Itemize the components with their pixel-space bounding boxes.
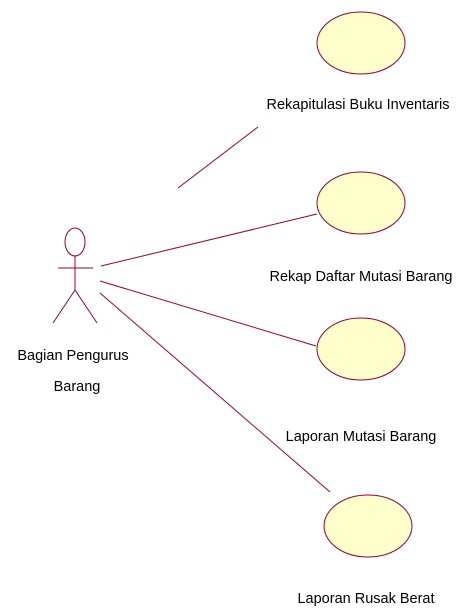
association-line-laporan-rusak [99,292,331,493]
use-case-ellipse [323,494,413,558]
use-case-rekap-daftar-mutasi-barang[interactable]: Rekap Daftar Mutasi Barang [270,171,453,285]
association-line-rekapitulasi [177,126,259,189]
actor-name-line1: Bagian Pengurus [17,348,128,364]
association-line-rekap-daftar [100,213,318,267]
association-line-laporan-mutasi [99,280,317,347]
use-case-laporan-rusak-berat[interactable]: Laporan Rusak Berat [297,494,435,607]
actor-name-line2: Barang [54,379,101,395]
use-case-label: Rekap Daftar Mutasi Barang [270,269,453,285]
actor[interactable]: Bagian Pengurus Barang [17,227,129,395]
actor-figure-icon [52,227,98,324]
use-case-rekapitulasi-buku-inventaris[interactable]: Rekapitulasi Buku Inventaris [267,11,450,113]
use-case-label: Laporan Rusak Berat [297,591,434,607]
use-case-label: Laporan Mutasi Barang [286,429,437,445]
use-case-ellipse [316,171,406,235]
use-case-ellipse [316,11,406,75]
use-case-ellipse [316,317,406,381]
use-case-laporan-mutasi-barang[interactable]: Laporan Mutasi Barang [286,317,437,445]
use-case-label: Rekapitulasi Buku Inventaris [267,97,450,113]
